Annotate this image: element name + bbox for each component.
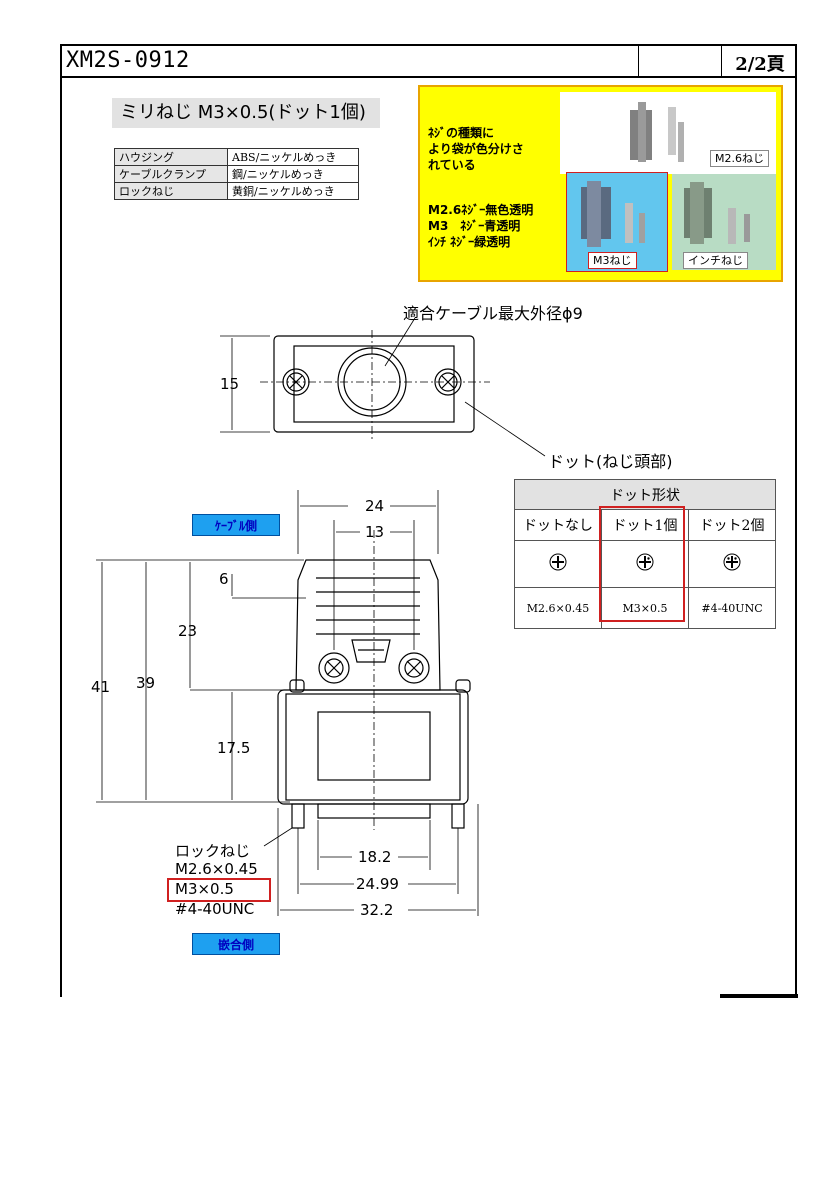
dot-position-label: ドット(ねじ頭部) bbox=[548, 452, 673, 471]
section-title: ミリねじ M3×0.5(ドット1個) bbox=[112, 98, 380, 128]
part-material: 黄銅/ニッケルめっき bbox=[227, 182, 359, 200]
part-name: ロックねじ bbox=[114, 182, 228, 200]
dim-width-13: 13 bbox=[365, 523, 385, 541]
header-cell-divider bbox=[721, 44, 722, 77]
dim-width-32-2: 32.2 bbox=[360, 901, 394, 919]
m3-screw-image bbox=[581, 181, 645, 247]
part-material: 鋼/ニッケルめっき bbox=[227, 165, 359, 183]
lock-screw-option: M2.6×0.45 bbox=[175, 860, 258, 878]
cross-head-no-dot-icon bbox=[514, 540, 602, 588]
table-row bbox=[514, 540, 776, 588]
dim-height-15: 15 bbox=[220, 375, 240, 393]
table-row: ケーブルクランプ 鋼/ニッケルめっき bbox=[114, 165, 359, 183]
table-row: M2.6×0.45 M3×0.5 #4-40UNC bbox=[514, 587, 776, 629]
table-row: ロックねじ 黄銅/ニッケルめっき bbox=[114, 182, 359, 200]
dim-height-6: 6 bbox=[219, 570, 229, 588]
note-color-line: M3 ﾈｼﾞｰ青透明 bbox=[428, 219, 521, 233]
document-id: XM2S-0912 bbox=[66, 48, 190, 73]
cross-head-two-dot-icon bbox=[688, 540, 776, 588]
lock-screw-option-selected: M3×0.5 bbox=[175, 880, 234, 898]
dim-height-41: 41 bbox=[91, 678, 111, 696]
lock-screw-option: #4-40UNC bbox=[175, 900, 255, 918]
dim-height-23: 23 bbox=[178, 622, 198, 640]
table-row: ハウジング ABS/ニッケルめっき bbox=[114, 148, 359, 166]
lock-screw-label: ロックねじ bbox=[175, 842, 251, 860]
selected-dot-highlight bbox=[599, 506, 685, 622]
note-text: ﾈｼﾞの種類に より袋が色分けさ れている bbox=[428, 125, 524, 173]
photo-label-inch: インチねじ bbox=[683, 252, 748, 269]
note-colors: M2.6ﾈｼﾞｰ無色透明 M3 ﾈｼﾞｰ青透明 ｲﾝﾁ ﾈｼﾞｰ緑透明 bbox=[428, 202, 533, 250]
note-line: ﾈｼﾞの種類に bbox=[428, 126, 495, 140]
part-name: ハウジング bbox=[114, 148, 228, 166]
dot-size-one: M3×0.5 bbox=[601, 587, 689, 629]
part-material: ABS/ニッケルめっき bbox=[227, 148, 359, 166]
note-line: より袋が色分けさ bbox=[428, 142, 524, 156]
top-view-drawing bbox=[220, 317, 546, 457]
note-color-line: ｲﾝﾁ ﾈｼﾞｰ緑透明 bbox=[428, 235, 511, 249]
materials-table: ハウジング ABS/ニッケルめっき ケーブルクランプ 鋼/ニッケルめっき ロック… bbox=[114, 148, 359, 200]
header-cell-divider bbox=[638, 44, 639, 77]
dot-shape-table: ドット形状 ドットなし ドット1個 ドット2個 M2.6×0.45 M3×0.5… bbox=[514, 479, 776, 629]
dot-size-two: #4-40UNC bbox=[688, 587, 776, 629]
dim-height-17-5: 17.5 bbox=[217, 739, 251, 757]
dot-table-title: ドット形状 bbox=[514, 479, 776, 510]
note-line: れている bbox=[428, 158, 476, 172]
front-view-drawing bbox=[96, 490, 479, 916]
cable-diameter-label: 適合ケーブル最大外径ϕ9 bbox=[403, 304, 583, 323]
dim-width-24-99: 24.99 bbox=[356, 875, 399, 893]
mating-side-tag: 嵌合側 bbox=[192, 933, 280, 955]
photo-label-m26: M2.6ねじ bbox=[710, 150, 769, 167]
part-name: ケーブルクランプ bbox=[114, 165, 228, 183]
photo-label-m3: M3ねじ bbox=[588, 252, 637, 269]
inch-screw-image bbox=[684, 182, 750, 244]
footer-bar bbox=[720, 994, 798, 998]
dim-width-18-2: 18.2 bbox=[358, 848, 392, 866]
note-color-line: M2.6ﾈｼﾞｰ無色透明 bbox=[428, 203, 534, 217]
dim-height-39: 39 bbox=[136, 674, 156, 692]
dot-col-two: ドット2個 bbox=[688, 509, 776, 541]
document-frame bbox=[60, 44, 797, 997]
selected-screw-highlight bbox=[167, 878, 271, 902]
dim-width-24: 24 bbox=[365, 497, 385, 515]
cable-side-tag: ｹｰﾌﾞﾙ側 bbox=[192, 514, 280, 536]
dot-size-none: M2.6×0.45 bbox=[514, 587, 602, 629]
dot-col-none: ドットなし bbox=[514, 509, 602, 541]
dot-col-one: ドット1個 bbox=[601, 509, 689, 541]
m26-screw-image bbox=[630, 102, 684, 162]
page-number: 2/2頁 bbox=[735, 54, 785, 75]
header-divider bbox=[60, 76, 797, 78]
